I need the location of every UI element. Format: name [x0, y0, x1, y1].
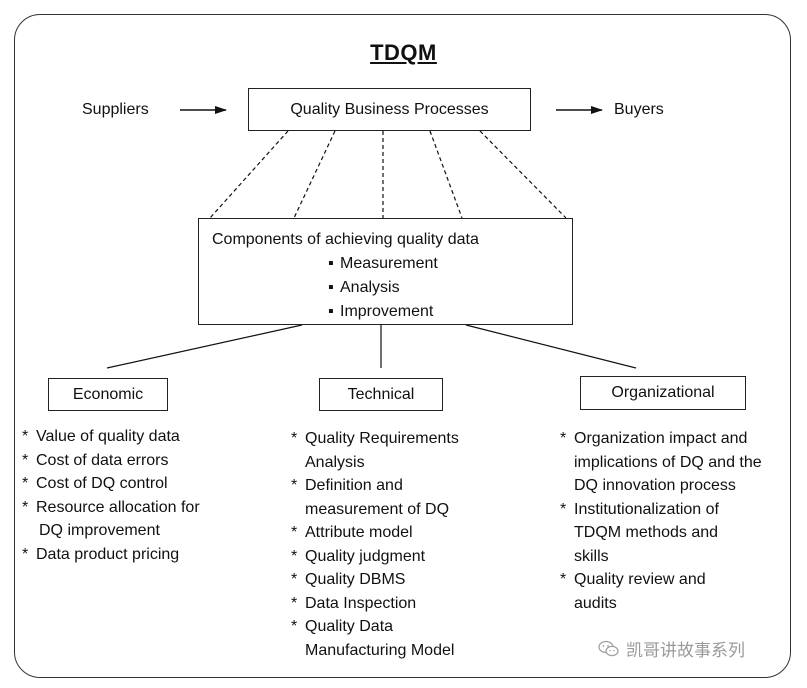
- processes-label: Quality Business Processes: [290, 100, 489, 118]
- buyers-label: Buyers: [614, 101, 664, 118]
- organizational-box: Organizational: [580, 376, 746, 410]
- component-bullet: ▪: [328, 303, 334, 320]
- list-item: *Quality DBMS: [291, 571, 406, 588]
- diagram-title: TDQM: [370, 40, 437, 65]
- list-item: *Value of quality data: [22, 428, 180, 445]
- list-item: *Organization impact and implications of…: [560, 430, 762, 494]
- dashed-link-2: [293, 130, 336, 219]
- component-bullet: ▪: [328, 279, 334, 296]
- component-bullet: ▪: [328, 255, 334, 272]
- list-item: *Data product pricing: [22, 545, 180, 563]
- list-item: *Institutionalization of TDQM methods an…: [560, 500, 719, 565]
- list-item: *Cost of DQ control: [22, 475, 168, 492]
- components-list: ▪Measurement ▪Analysis ▪Improvement: [212, 252, 572, 324]
- economic-list: *Value of quality data *Cost of data err…: [22, 425, 227, 566]
- list-item: *Quality Data Manufacturing Model: [291, 618, 455, 659]
- economic-label: Economic: [72, 385, 144, 403]
- dashed-link-5: [479, 130, 567, 219]
- technical-label: Technical: [347, 385, 415, 403]
- watermark-text: 凯哥讲故事系列: [626, 641, 745, 660]
- quality-business-processes-box: Quality Business Processes: [248, 88, 531, 131]
- economic-box: Economic: [48, 378, 168, 411]
- technical-list: *Quality Requirements Analysis *Definiti…: [291, 427, 491, 662]
- component-item: ▪Improvement: [328, 300, 572, 324]
- organizational-label: Organizational: [611, 384, 715, 401]
- component-item: ▪Analysis: [328, 276, 572, 300]
- components-heading: Components of achieving quality data: [212, 231, 479, 248]
- list-item: *Quality judgment: [291, 547, 426, 565]
- dashed-link-1: [209, 130, 289, 219]
- organizational-list: *Organization impact and implications of…: [560, 427, 770, 615]
- list-item: *Quality review and audits: [560, 571, 706, 612]
- technical-box: Technical: [319, 378, 443, 411]
- list-item: *Resource allocation for DQ improvement: [22, 498, 200, 540]
- components-box: Components of achieving quality data ▪Me…: [198, 218, 573, 325]
- suppliers-label: Suppliers: [82, 101, 149, 118]
- component-item: ▪Measurement: [328, 252, 572, 276]
- diagram-frame: [14, 14, 791, 678]
- list-item: *Cost of data errors: [22, 451, 169, 469]
- list-item: *Attribute model: [291, 524, 413, 541]
- wechat-icon: [598, 640, 619, 656]
- watermark: 凯哥讲故事系列: [598, 636, 745, 661]
- list-item: *Definition and measurement of DQ: [291, 477, 450, 518]
- list-item: *Quality Requirements Analysis: [291, 430, 459, 471]
- link-organizational: [465, 324, 637, 369]
- link-economic: [106, 324, 303, 369]
- dashed-link-4: [429, 130, 463, 219]
- list-item: *Data Inspection: [291, 594, 417, 612]
